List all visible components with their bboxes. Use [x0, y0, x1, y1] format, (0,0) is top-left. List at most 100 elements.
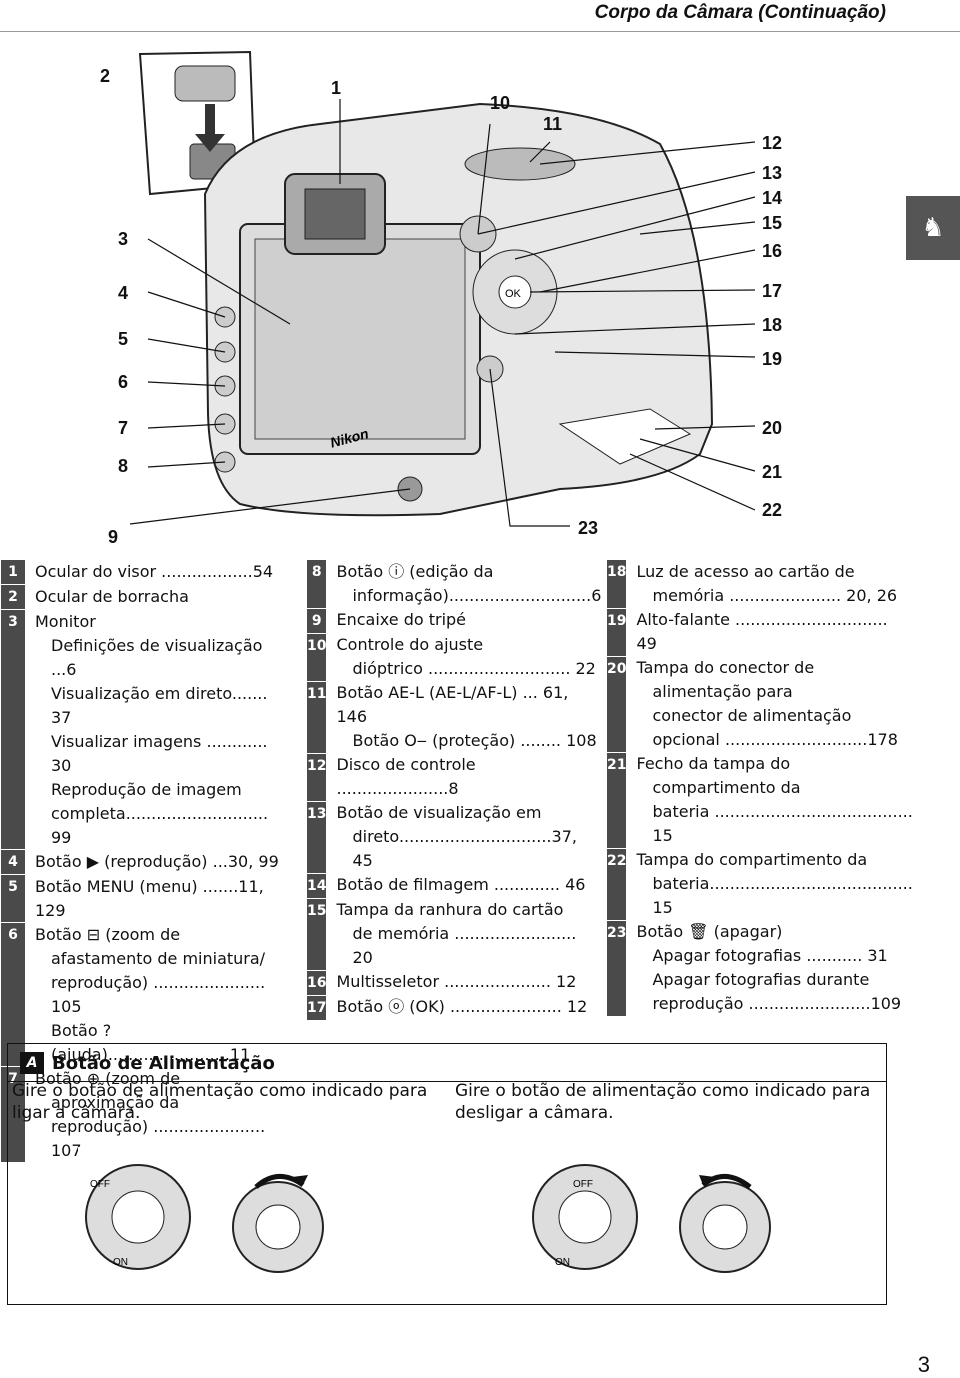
- legend-line: informação)............................6: [352, 586, 602, 605]
- legend-line: direto..............................37, …: [352, 827, 577, 870]
- legend-number: 20: [607, 656, 627, 753]
- legend-entry: 9 Encaixe do tripé: [307, 608, 601, 634]
- legend-number: 7: [1, 1066, 25, 1163]
- legend-line: Botão O‒ (proteção) ........ 108: [352, 731, 597, 750]
- legend-line: reprodução ........................109: [652, 994, 902, 1013]
- note-left-text: Gire o botão de alimentação como indicad…: [12, 1081, 428, 1123]
- legend-line: Apagar fotografias durante: [652, 970, 870, 989]
- legend-line: reprodução) ...................... 105: [51, 972, 266, 1016]
- legend-number: 19: [607, 608, 627, 657]
- legend-line: Reprodução de imagem: [51, 779, 242, 799]
- legend-number: 8: [307, 560, 327, 609]
- legend-line: Botão ⊟ (zoom de: [35, 924, 181, 944]
- legend-line: Botão ⓞ (OK) ...................... 12: [336, 997, 588, 1016]
- legend-number: 9: [307, 608, 327, 634]
- dial-on-label: ON: [113, 1257, 128, 1268]
- page-number: 3: [917, 1352, 930, 1377]
- legend-entry: 17 Botão ⓞ (OK) ...................... 12: [307, 995, 601, 1021]
- legend-number: 22: [607, 848, 627, 921]
- callout-23: 23: [578, 518, 599, 538]
- legend-number: 11: [307, 681, 327, 754]
- legend-line: Apagar fotografias ........... 31: [652, 946, 888, 965]
- callout-3: 3: [118, 229, 129, 249]
- legend-line: Botão ⊕ (zoom de: [35, 1068, 181, 1088]
- svg-text:OK: OK: [505, 288, 522, 300]
- legend-line: Ocular do visor ..................54: [35, 562, 274, 581]
- callout-6: 6: [118, 372, 129, 392]
- callout-7: 7: [118, 418, 129, 438]
- legend-number: 1: [1, 560, 25, 585]
- legend-number: 17: [307, 995, 327, 1021]
- legend-text: Botão 🗑 (apagar)Apagar fotografias .....…: [626, 920, 912, 1016]
- callout-9: 9: [108, 527, 119, 547]
- legend-text: Alto-falante ...........................…: [626, 608, 912, 656]
- legend-line: Alto-falante ...........................…: [636, 610, 888, 653]
- legend-text: Botão ⊕ (zoom de aproximação da reprodução…: [25, 1067, 291, 1163]
- legend-text: Botão ▶ (reprodução) ...30, 99: [25, 850, 291, 875]
- legend-line: Encaixe do tripé: [336, 610, 467, 629]
- legend-text: Encaixe do tripé: [326, 608, 601, 633]
- power-on-illustration: OFF ON: [78, 1147, 328, 1297]
- legend-line: conector de alimentação: [652, 706, 852, 725]
- callout-15: 15: [762, 213, 783, 233]
- legend-column-2: 8 Botão ⓘ (edição da informação)..........…: [307, 560, 601, 1021]
- note-title: A Botão de Alimentação: [20, 1052, 275, 1074]
- legend-entry: 8 Botão ⓘ (edição da informação)..........…: [307, 560, 602, 609]
- legend-line: Definições de visualização ...6: [51, 635, 263, 679]
- callout-20: 20: [762, 418, 783, 438]
- dial-on-label: ON: [555, 1257, 570, 1268]
- legend-number: 6: [1, 922, 25, 1067]
- section-tab: ♞: [906, 196, 960, 260]
- leader-lines: [129, 99, 756, 527]
- legend-line: Botão ? (ajuda)........................1…: [51, 1020, 251, 1064]
- legend-line: aproximação da: [51, 1092, 180, 1112]
- rooster-icon: ♞: [921, 213, 945, 243]
- legend-number: 23: [607, 920, 627, 1017]
- legend-line: Ocular de borracha: [35, 586, 189, 606]
- callout-2: 2: [100, 66, 111, 86]
- legend-line: Visualizar imagens ............ 30: [51, 731, 268, 775]
- legend-text: Multisseletor ..................... 12: [326, 970, 601, 995]
- note-right-text: Gire o botão de alimentação como indicad…: [455, 1081, 871, 1123]
- legend-line: Botão ▶ (reprodução) ...30, 99: [35, 851, 279, 871]
- callout-17: 17: [762, 281, 783, 301]
- legend-text: Botão de filmagem ............. 46: [326, 873, 601, 898]
- callout-14: 14: [762, 188, 783, 208]
- legend-line: Visualização em direto....... 37: [51, 683, 268, 727]
- legend-line: Botão ⓘ (edição da: [336, 562, 494, 581]
- note-title-text: Botão de Alimentação: [52, 1052, 275, 1074]
- legend-text: Botão de visualização em direto..........…: [326, 801, 601, 873]
- legend-line: Botão AE-L (AE-L/AF-L) ... 61, 146: [336, 683, 569, 726]
- legend-line: de memória ........................ 20: [352, 924, 577, 967]
- callout-12: 12: [762, 133, 783, 153]
- legend-line: Luz de acesso ao cartão de: [636, 562, 855, 581]
- legend-line: completa............................ 99: [51, 803, 269, 847]
- legend-line: reprodução) ...................... 107: [51, 1116, 266, 1160]
- legend-number: 13: [307, 801, 327, 874]
- callout-5: 5: [118, 329, 129, 349]
- legend-line: Botão de filmagem ............. 46: [336, 875, 586, 894]
- legend-line: Botão de visualização em: [336, 803, 542, 822]
- legend-entry: 7 Botão ⊕ (zoom de aproximação da reproduçã…: [1, 1066, 291, 1163]
- legend-line: opcional ............................178: [652, 730, 898, 749]
- legend-text: Ocular de borracha: [25, 585, 291, 610]
- legend-number: 2: [1, 584, 25, 610]
